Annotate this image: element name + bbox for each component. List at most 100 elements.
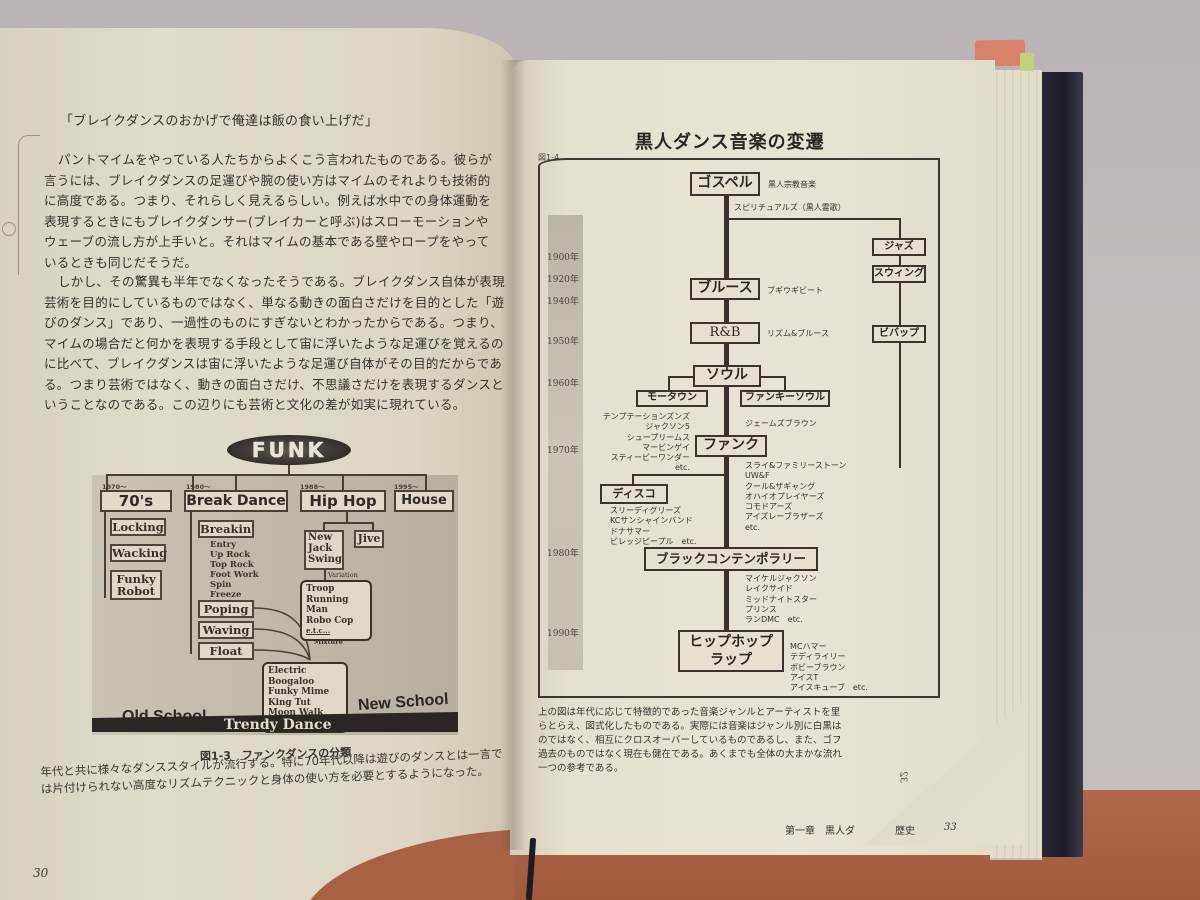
text-line: いうことなのである。この辺りにも芸術と文化の差が如実に現れている。 xyxy=(44,397,466,412)
node-soul: ソウル xyxy=(693,365,761,387)
figure-number: 図1-4 xyxy=(538,153,560,162)
rnb-note: リズム&ブルース xyxy=(767,329,829,338)
move: Top Rock xyxy=(210,560,254,570)
year-label: 1970〜 xyxy=(102,483,127,491)
year-label: 1995〜 xyxy=(394,483,419,491)
variation-item: Troop xyxy=(306,584,335,594)
year-label: 1988〜 xyxy=(300,483,325,491)
funk-dance-diagram: FUNK 1970〜 1980〜 1988〜 1995〜 70's Break … xyxy=(92,430,462,750)
text-line: マイムの場合だと何かを表現する手段として宙に浮いたような足運びを覚えるの xyxy=(44,335,504,351)
label: ラップ xyxy=(710,652,752,668)
connector xyxy=(104,512,106,598)
text-line: パントマイムをやっている人たちからよくこう言われたものである。彼らが xyxy=(58,152,493,167)
move: Foot Work xyxy=(210,570,259,580)
text-line: しかし、その驚異も半年でなくなったそうである。ブレイクダンス自体が表現 xyxy=(58,274,505,289)
mixture-item: King Tut xyxy=(268,697,311,708)
artist: アイスT xyxy=(790,672,819,682)
connector xyxy=(784,376,786,390)
variation-item: Robo Cop xyxy=(306,615,354,626)
node-disco: ディスコ xyxy=(600,484,668,504)
artist: ビレッジピープル etc. xyxy=(610,536,697,546)
artist: シュープリームス xyxy=(626,432,690,442)
left-page xyxy=(0,28,515,900)
text-line: のではなく、相互にクロスオーバーしているものであるし、また、ゴフ xyxy=(538,735,842,746)
text-line: る。つまり芸術ではなく、動きの面白さだけ、不思議さだけを表現するダンスと xyxy=(44,376,504,392)
text-line: びのダンス」であり、一過性のものにすぎないとわかったからである。つまり、 xyxy=(44,315,504,330)
style-breakin: Breakin' xyxy=(198,520,255,538)
year-label: 1950年 xyxy=(547,337,579,347)
artist: UW&F xyxy=(745,471,770,481)
jazz-branch-line xyxy=(726,218,901,220)
style-waving: Waving xyxy=(198,621,254,639)
artist: オハイオプレイヤーズ xyxy=(745,491,825,501)
breakin-moves: Entry Up Rock Top Rock Foot Work Spin Fr… xyxy=(210,540,259,600)
connector xyxy=(668,376,693,378)
text-line: に比べて、ブレイクダンスは宙に浮いたような足運び自体がその目的だからであ xyxy=(44,356,503,371)
category-break-dance: Break Dance xyxy=(184,490,288,512)
connector xyxy=(106,474,426,476)
year-label: 1940年 xyxy=(547,297,579,307)
trendy-dance-bar xyxy=(92,712,458,732)
book-cover-edge xyxy=(1035,72,1083,857)
node-jazz: ジャズ xyxy=(872,238,926,256)
page-curl-shadow xyxy=(300,828,515,900)
text-line: 芸術を目的にしているものではなく、単なる動きの面白さだけを目的とした「遊 xyxy=(44,294,505,310)
artist: etc. xyxy=(745,522,760,532)
node-funk: ファンク xyxy=(695,435,767,457)
artist: テンプテーションズンズ xyxy=(602,412,690,421)
connector xyxy=(632,474,634,484)
page-number-left: 30 xyxy=(33,866,49,880)
year-label: 1900年 xyxy=(547,253,579,263)
pencil-circle-annotation xyxy=(2,222,16,236)
style-jive: Jive xyxy=(354,530,384,548)
text-line: 過去のものではなく現在も健在である。あくまでも全体の大まかな流れ xyxy=(538,749,842,760)
dash xyxy=(899,448,901,456)
artist: レイクサイド xyxy=(745,584,793,594)
mixture-item: Moon Walk xyxy=(268,708,324,718)
year-label: 1980年 xyxy=(547,549,579,559)
year-strip xyxy=(548,215,583,670)
artist: プリンス xyxy=(745,604,777,614)
artist: クール&ザギャング xyxy=(745,481,816,491)
category-house: House xyxy=(394,490,454,512)
dash xyxy=(899,460,901,468)
connector xyxy=(323,522,325,530)
quote: 「ブレイクダンスのおかげで俺達は飯の食い上げだ」 xyxy=(60,114,379,129)
mixture-label: Mixture xyxy=(314,638,343,646)
move: Entry xyxy=(210,540,237,550)
text-line: ウェーブの流し方が上手いと。それはマイムの基本である壁やロープをやって xyxy=(44,234,490,249)
text-line: らとらえ、図式化したものである。実際には音楽はジャンル別に白黒は xyxy=(538,721,842,732)
connector xyxy=(668,376,670,390)
running-head: 第一章 黒人ダ 歴史 xyxy=(785,826,915,837)
connector xyxy=(632,474,726,476)
artist: KCサンシャインバンド xyxy=(610,516,693,526)
label: New Jack Swing xyxy=(308,532,342,565)
node-black-contemporary: ブラックコンテンポラリー xyxy=(644,547,818,571)
year-label: 1980〜 xyxy=(186,483,211,491)
main-trunk-line xyxy=(724,195,729,635)
year-label: 1960年 xyxy=(547,379,579,389)
move: Freeze xyxy=(210,590,242,600)
node-rnb: R&B xyxy=(690,322,760,344)
black-contemporary-artists: マイケルジャクソン レイクサイド ミッドナイトスター プリンス ランDMC et… xyxy=(745,574,817,625)
connector xyxy=(425,474,427,492)
artist: マービンゲイ xyxy=(642,442,690,452)
artist: etc. xyxy=(675,463,690,473)
page-number-right: 33 xyxy=(944,822,957,833)
connector xyxy=(760,376,785,378)
trendy-dance-label: Trendy Dance xyxy=(224,717,332,733)
paragraph-2: しかし、その驚異も半年でなくなったそうである。ブレイクダンス自体が表現 芸術を目… xyxy=(44,272,505,416)
mixture-item: Electric Boogaloo xyxy=(268,666,315,687)
folded-corner-page-number: 32 xyxy=(897,771,908,783)
style-wacking: Wacking xyxy=(110,544,168,562)
connector xyxy=(192,474,194,492)
style-funky-robot: Funky Robot xyxy=(110,570,162,600)
node-blues: ブルース xyxy=(690,278,760,300)
category-70s: 70's xyxy=(100,490,172,512)
artist: マイケルジャクソン xyxy=(745,574,817,583)
artist: ミッドナイトスター xyxy=(745,594,817,604)
artist: ジャクソン5 xyxy=(645,422,690,432)
node-motown: モータウン xyxy=(636,390,708,407)
connector xyxy=(106,474,108,492)
node-funky-soul: ファンキーソウル xyxy=(740,390,830,407)
